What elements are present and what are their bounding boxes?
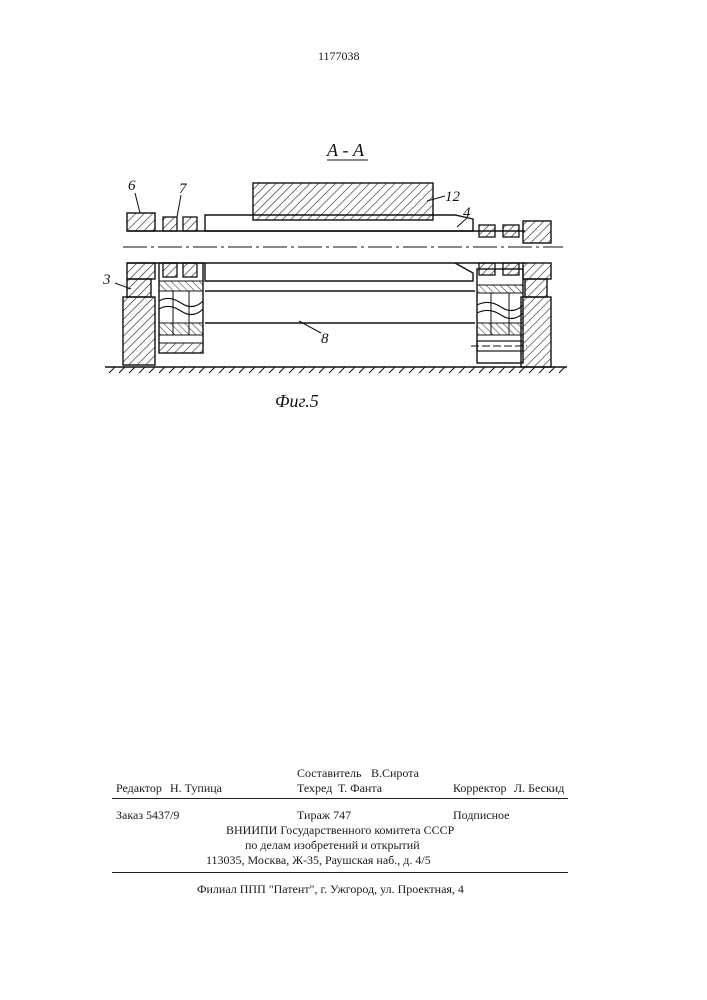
corrector-label: Корректор bbox=[453, 781, 507, 795]
circulation: Тираж 747 bbox=[297, 808, 351, 822]
techred-name: Т. Фанта bbox=[338, 781, 382, 795]
subscription: Подписное bbox=[453, 808, 510, 822]
org-line-2: по делам изобретений и открытий bbox=[245, 838, 420, 852]
callout-4: 4 bbox=[463, 205, 471, 221]
techred-label: Техред bbox=[297, 781, 332, 795]
section-drawing-svg: А - А bbox=[95, 135, 580, 415]
part-3-support bbox=[123, 297, 155, 365]
right-support bbox=[521, 297, 551, 367]
editor-label: Редактор bbox=[116, 781, 162, 795]
part-6-collar-top bbox=[127, 213, 155, 231]
callout-12: 12 bbox=[445, 189, 461, 205]
part-6-collar-bottom bbox=[127, 263, 155, 279]
compiler-label: Составитель bbox=[297, 766, 361, 780]
colophon-rule-1 bbox=[112, 798, 568, 799]
org-address: 113035, Москва, Ж-35, Раушская наб., д. … bbox=[206, 853, 431, 867]
figure-5-drawing: А - А bbox=[95, 135, 580, 415]
branch-address: Филиал ППП "Патент", г. Ужгород, ул. Про… bbox=[197, 882, 464, 896]
figure-caption: Фиг.5 bbox=[275, 391, 319, 411]
colophon-rule-2 bbox=[112, 872, 568, 873]
order-number: Заказ 5437/9 bbox=[116, 808, 179, 822]
callout-6: 6 bbox=[128, 178, 136, 194]
callout-7: 7 bbox=[179, 181, 188, 197]
editor-name: Н. Тупица bbox=[170, 781, 222, 795]
callout-3: 3 bbox=[102, 272, 111, 288]
corrector-name: Л. Бескид bbox=[514, 781, 564, 795]
compiler-name: В.Сирота bbox=[371, 766, 419, 780]
callout-8: 8 bbox=[321, 331, 329, 347]
section-label: А - А bbox=[326, 140, 365, 160]
org-line-1: ВНИИПИ Государственного комитета СССР bbox=[226, 823, 454, 837]
patent-number: 1177038 bbox=[318, 49, 360, 63]
